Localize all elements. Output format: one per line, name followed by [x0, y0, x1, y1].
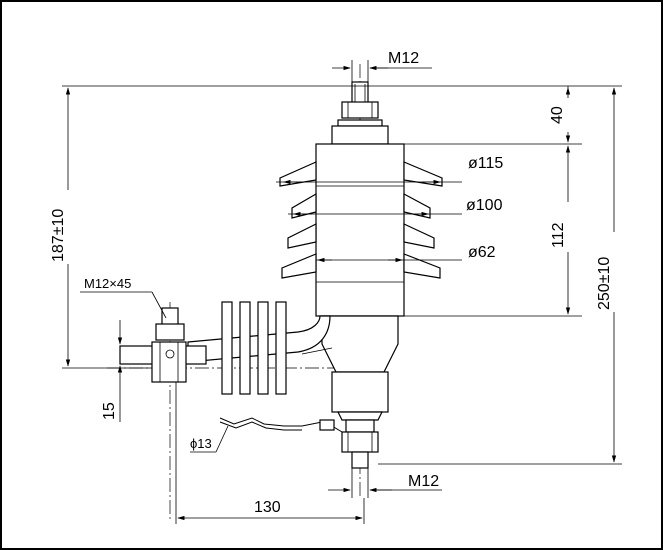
dim-insulator-height: 112	[550, 222, 567, 248]
dim-bottom-thread: M12	[408, 473, 439, 490]
cooling-fins	[221, 301, 287, 395]
lead-wire	[219, 417, 343, 433]
dimension-lines	[62, 60, 622, 524]
dim-diameter-shed-mid: ø100	[466, 197, 503, 214]
dim-top-stud-length: 40	[549, 106, 566, 124]
dim-wire-diameter: ϕ13	[190, 436, 212, 451]
dim-diameter-shed-large: ø115	[468, 155, 503, 172]
top-stud	[331, 81, 389, 145]
dim-left-height: 187±10	[50, 209, 67, 262]
dim-bottom-width: 130	[254, 499, 281, 516]
dim-bracket-bolt: M12×45	[84, 276, 131, 291]
bracket-bolt	[119, 307, 207, 383]
dim-bracket-offset: 15	[101, 402, 118, 420]
dim-total-height: 250±10	[596, 257, 613, 310]
dim-top-thread: M12	[388, 50, 419, 67]
dim-diameter-core: ø62	[468, 244, 496, 261]
lower-base	[321, 315, 399, 469]
insulator-body	[279, 143, 443, 317]
